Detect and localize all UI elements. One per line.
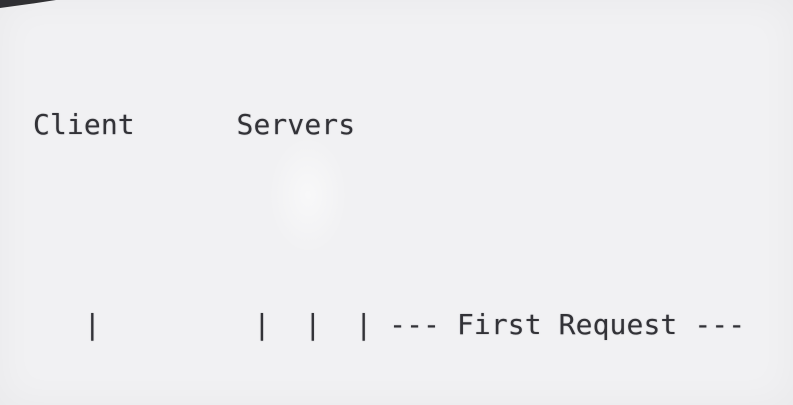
corner-artifact xyxy=(0,0,56,8)
servers-column-label: Servers xyxy=(236,108,356,141)
diagram-header-row: Client Servers xyxy=(33,105,745,145)
paxos-sequence-diagram: Client Servers | | | | --- First Request… xyxy=(33,25,745,405)
message-label: --- First Request --- xyxy=(389,308,746,341)
diagram-rows: | | | | --- First Request --- X-------->… xyxy=(33,225,745,405)
client-column-label: Client xyxy=(33,108,135,141)
diagram-row: | | | | --- First Request --- xyxy=(33,305,745,345)
header-gap xyxy=(135,108,237,141)
message-flow-art: | | | | xyxy=(33,308,390,341)
